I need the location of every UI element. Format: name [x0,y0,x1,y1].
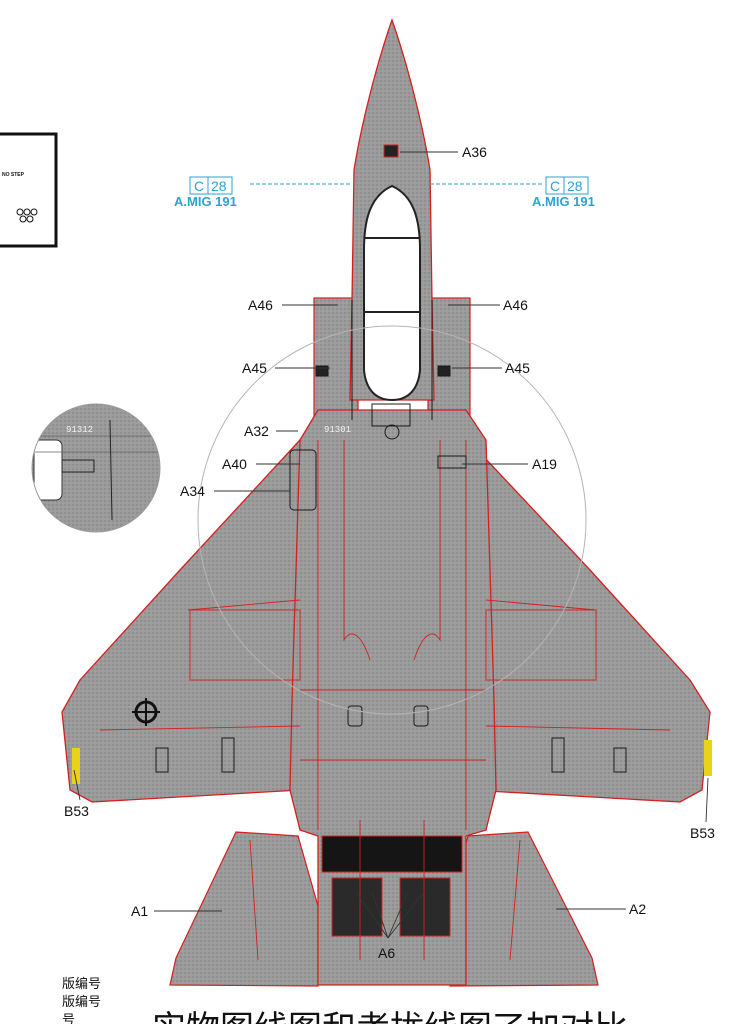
warning-stripe-left [72,748,80,784]
no-step-label: NO STEP [2,172,25,178]
callout-a1: A1 [131,903,148,919]
callout-a40: A40 [222,456,247,472]
callout-b53-left: B53 [64,803,89,819]
stencil-marker-left: C 28 A.MIG 191 [174,176,352,209]
inset-serial: 91312 [66,425,93,435]
callout-a32: A32 [244,423,269,439]
stencil-name: A.MIG 191 [174,194,237,209]
stencil-marker-right: C 28 A.MIG 191 [430,176,595,209]
structural-lines [155,300,627,773]
airframe-top-view: 91301 [61,18,712,987]
side-note-3: 号 [62,1013,75,1024]
callout-b53-right: B53 [690,825,715,841]
stencil-number: 28 [567,178,583,194]
callout-a6: A6 [378,945,395,961]
callout-leaders [73,151,709,939]
page-caption: 实物图线图和考拢线图了加对比 [152,1009,628,1024]
callout-a2: A2 [629,901,646,917]
panel-lines [99,440,671,961]
engine-bay [321,835,463,873]
stencil-letter: C [194,178,204,194]
callout-a46-left: A46 [248,297,273,313]
callout-a45-right: A45 [505,360,530,376]
callout-a46-right: A46 [503,297,528,313]
nose-sensor [383,144,399,158]
no-step-placard: NO STEP [0,132,58,248]
detail-inset: 91312 [31,403,161,533]
stencil-name: A.MIG 191 [532,194,595,209]
nozzle-right [399,877,451,937]
callout-a34: A34 [180,483,205,499]
fuselage [289,409,497,986]
nozzle-left [331,877,383,937]
airframe-serial: 91301 [324,425,351,435]
side-note-1: 版编号 [62,977,101,992]
canopy [363,184,421,402]
watermark-circle [197,325,587,715]
left-stabilizer [169,831,323,987]
right-intake [427,297,471,419]
warning-stripe-right [704,740,712,776]
callout-a19: A19 [532,456,557,472]
side-note-2: 版编号 [62,995,101,1010]
callout-a36: A36 [462,144,487,160]
roundel-icon [132,698,160,726]
stencil-number: 28 [211,178,227,194]
callout-a45-left: A45 [242,360,267,376]
stencil-letter: C [550,178,560,194]
